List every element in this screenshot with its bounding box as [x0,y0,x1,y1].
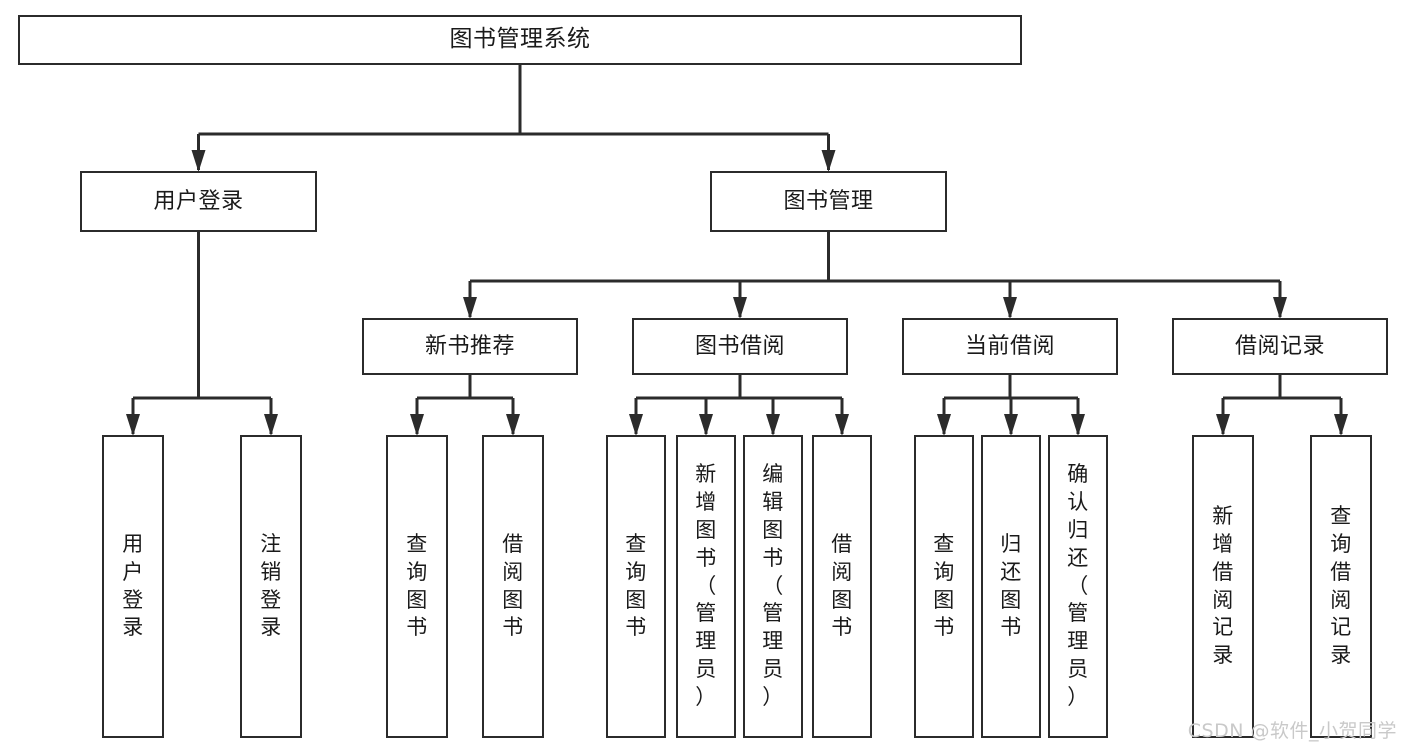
node-label: 图书管理系统 [449,26,591,53]
node-l-qbook3[interactable]: 查 询 图 书 [914,435,974,738]
node-borrow[interactable]: 图书借阅 [632,318,848,375]
node-current[interactable]: 当前借阅 [902,318,1118,375]
watermark-label: CSDN @软件_小贺同学 [1187,720,1397,742]
node-l-logout[interactable]: 注 销 登 录 [240,435,302,738]
node-newbook[interactable]: 新书推荐 [362,318,578,375]
node-l-bbook1[interactable]: 借 阅 图 书 [482,435,544,738]
node-label: 编 辑 图 书 （ 管 理 员 ） [762,461,784,710]
node-label: 查 询 图 书 [933,531,955,640]
node-label: 确 认 归 还 （ 管 理 员 ） [1067,461,1089,710]
node-label: 查 询 借 阅 记 录 [1330,503,1352,668]
node-label: 新 增 借 阅 记 录 [1212,503,1234,668]
node-label: 查 询 图 书 [625,531,647,640]
node-label: 借 阅 图 书 [502,531,524,640]
node-label: 归 还 图 书 [1000,531,1022,640]
node-l-qrec[interactable]: 查 询 借 阅 记 录 [1310,435,1372,738]
node-label: 借 阅 图 书 [831,531,853,640]
node-label: 新书推荐 [424,333,515,359]
node-label: 当前借阅 [964,333,1055,359]
node-root[interactable]: 图书管理系统 [18,15,1022,65]
node-l-addrec[interactable]: 新 增 借 阅 记 录 [1192,435,1254,738]
node-l-login[interactable]: 用 户 登 录 [102,435,164,738]
node-l-addbook[interactable]: 新 增 图 书 （ 管 理 员 ） [676,435,736,738]
node-l-confirm[interactable]: 确 认 归 还 （ 管 理 员 ） [1048,435,1108,738]
node-l-qbook1[interactable]: 查 询 图 书 [386,435,448,738]
node-label: 图书管理 [783,188,874,214]
node-label: 用 户 登 录 [122,531,144,640]
node-l-return[interactable]: 归 还 图 书 [981,435,1041,738]
node-label: 查 询 图 书 [406,531,428,640]
node-record[interactable]: 借阅记录 [1172,318,1388,375]
node-label: 图书借阅 [694,333,785,359]
node-login[interactable]: 用户登录 [80,171,317,232]
node-bookmgr[interactable]: 图书管理 [710,171,947,232]
node-label: 借阅记录 [1234,333,1325,359]
node-l-editbook[interactable]: 编 辑 图 书 （ 管 理 员 ） [743,435,803,738]
node-label: 注 销 登 录 [260,531,282,640]
node-l-bbook2[interactable]: 借 阅 图 书 [812,435,872,738]
node-l-qbook2[interactable]: 查 询 图 书 [606,435,666,738]
node-label: 用户登录 [153,188,244,214]
node-label: 新 增 图 书 （ 管 理 员 ） [695,461,717,710]
